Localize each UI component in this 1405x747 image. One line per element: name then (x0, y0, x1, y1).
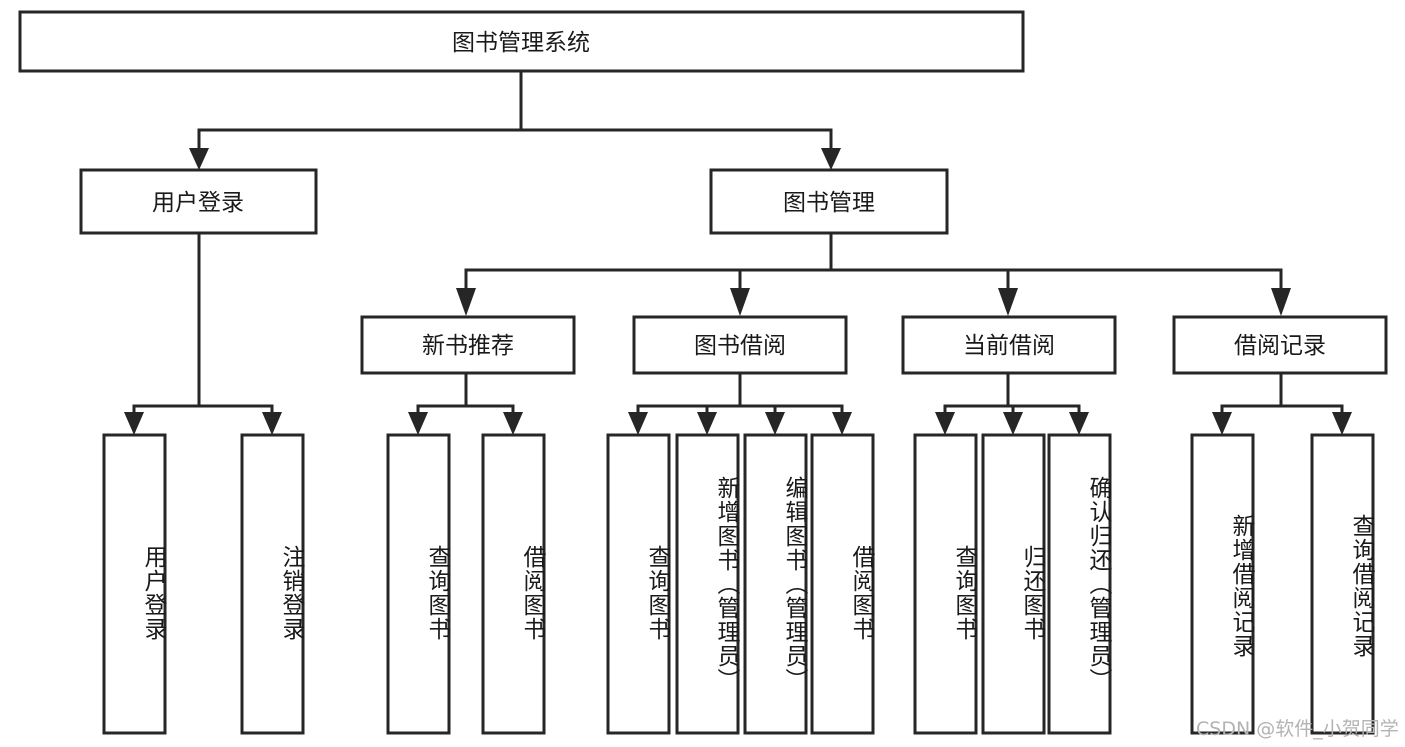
connector-borrowrecord-to-leaves (1212, 371, 1352, 435)
connector-bookborrow-to-leaves (628, 371, 852, 435)
node-book-management[interactable]: 图书管理 (709, 168, 949, 235)
leaf-box-borrow-record-1[interactable] (1310, 433, 1375, 735)
node-borrow-record[interactable]: 借阅记录 (1172, 315, 1388, 375)
leaf-box-current-borrow-0[interactable] (913, 433, 978, 735)
connector-userlogin-to-leaves (124, 231, 282, 435)
csdn-watermark: CSDN @软件_小贺同学 (1196, 718, 1399, 740)
node-book-borrow[interactable]: 图书借阅 (632, 315, 848, 375)
leaf-box-borrow-record-0[interactable] (1190, 433, 1255, 735)
leaf-box-user-login-0[interactable] (102, 433, 167, 735)
node-root-system[interactable]: 图书管理系统 (18, 10, 1025, 73)
leaf-box-current-borrow-2[interactable] (1047, 433, 1112, 735)
node-new-book-recommend[interactable]: 新书推荐 (360, 315, 576, 375)
leaf-box-new-book-0[interactable] (386, 433, 451, 735)
node-root-system-label: 图书管理系统 (452, 30, 590, 56)
connector-root-to-level2 (189, 69, 841, 170)
node-user-login-label: 用户登录 (152, 190, 244, 216)
node-book-borrow-label: 图书借阅 (694, 333, 786, 359)
node-book-management-label: 图书管理 (783, 190, 875, 216)
connector-currentborrow-to-leaves (935, 371, 1089, 435)
node-borrow-record-label: 借阅记录 (1234, 333, 1326, 359)
node-current-borrow[interactable]: 当前借阅 (901, 315, 1117, 375)
connector-newbook-to-leaves (408, 371, 523, 435)
node-current-borrow-label: 当前借阅 (963, 333, 1055, 359)
leaf-box-book-borrow-1[interactable] (675, 433, 740, 735)
leaf-box-user-login-1[interactable] (240, 433, 305, 735)
node-new-book-recommend-label: 新书推荐 (422, 333, 514, 359)
leaf-box-new-book-1[interactable] (481, 433, 546, 735)
leaf-box-book-borrow-2[interactable] (743, 433, 808, 735)
node-user-login[interactable]: 用户登录 (79, 168, 318, 235)
leaf-box-current-borrow-1[interactable] (981, 433, 1046, 735)
leaf-box-book-borrow-0[interactable] (606, 433, 671, 735)
connector-bookmgmt-to-level3 (456, 231, 1291, 316)
leaf-box-book-borrow-3[interactable] (810, 433, 875, 735)
